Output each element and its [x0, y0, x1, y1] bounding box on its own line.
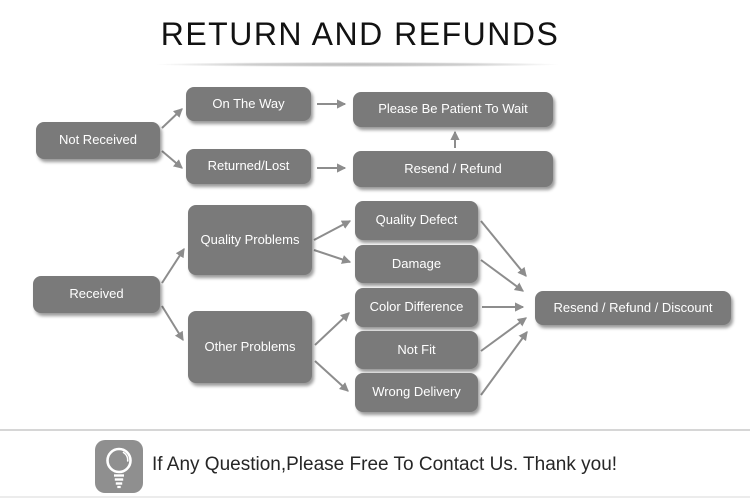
node-wrong-delivery: Wrong Delivery: [355, 373, 478, 412]
flow-arrow-damage-to-resend-refund-discount: [480, 259, 524, 292]
node-quality-defect: Quality Defect: [355, 201, 478, 240]
flow-arrow-other-problems-to-color-difference: [314, 312, 350, 346]
node-returned-lost: Returned/Lost: [186, 149, 311, 184]
flow-arrow-not-received-to-on-the-way: [161, 108, 183, 129]
flow-arrow-not-received-to-returned-lost: [161, 150, 183, 169]
node-quality-problems: Quality Problems: [188, 205, 312, 275]
flow-arrow-quality-problems-to-damage: [313, 249, 352, 264]
flow-arrow-wrong-delivery-to-resend-refund-discount: [480, 331, 528, 396]
node-on-the-way: On The Way: [186, 87, 311, 121]
node-resend-refund-discount: Resend / Refund / Discount: [535, 291, 731, 325]
node-other-problems: Other Problems: [188, 311, 312, 383]
footer-divider-bottom: [0, 496, 750, 498]
flow-arrow-other-problems-to-wrong-delivery: [314, 360, 349, 392]
flow-arrow-quality-problems-to-quality-defect: [313, 220, 352, 241]
flow-arrow-received-to-quality-problems: [161, 247, 185, 284]
page-title: RETURN AND REFUNDS: [160, 16, 560, 52]
flow-arrow-quality-defect-to-resend-refund-discount: [480, 220, 527, 277]
flow-arrow-received-to-other-problems: [161, 305, 184, 342]
lightbulb-icon: [95, 440, 143, 493]
flow-arrow-not-fit-to-resend-refund-discount: [480, 317, 527, 352]
title-divider: [155, 62, 560, 67]
node-damage: Damage: [355, 245, 478, 283]
node-please-be-patient: Please Be Patient To Wait: [353, 92, 553, 127]
node-not-received: Not Received: [36, 122, 160, 159]
node-color-difference: Color Difference: [355, 288, 478, 327]
node-received: Received: [33, 276, 160, 313]
node-not-fit: Not Fit: [355, 331, 478, 369]
node-resend-refund: Resend / Refund: [353, 151, 553, 187]
footer-message: If Any Question,Please Free To Contact U…: [152, 454, 618, 475]
footer-divider-top: [0, 429, 750, 431]
